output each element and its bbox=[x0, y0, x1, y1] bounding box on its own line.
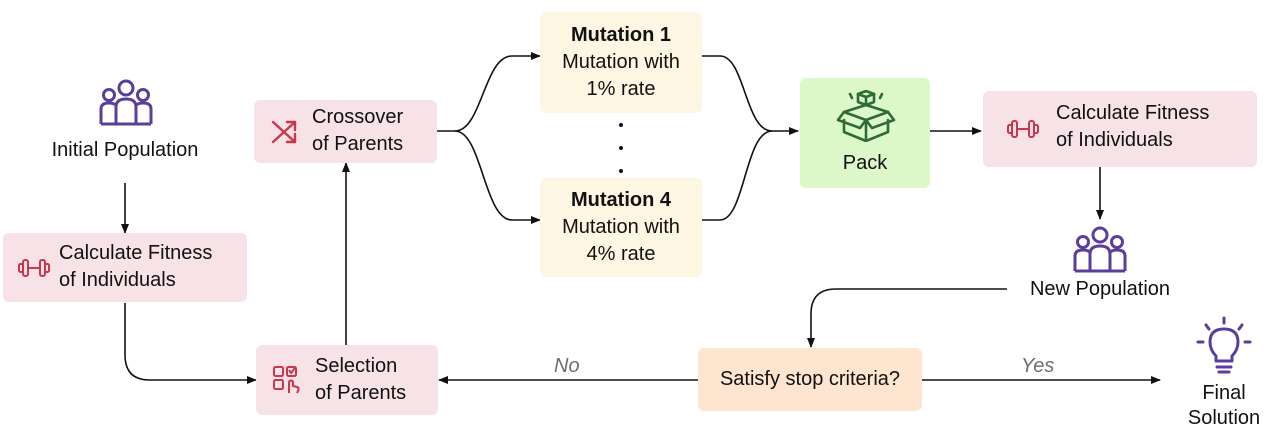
stop-criteria-box[interactable]: Satisfy stop criteria? bbox=[698, 348, 922, 411]
package-icon bbox=[836, 90, 896, 142]
final-solution-label: Final Solution bbox=[1187, 382, 1261, 429]
edge-label-no: No bbox=[554, 355, 580, 377]
selection-label: Selection of Parents bbox=[315, 355, 407, 404]
mutation1-label: Mutation 1 Mutation with 1% rate bbox=[562, 24, 680, 100]
ellipsis-dot bbox=[619, 146, 623, 150]
people-icon bbox=[99, 79, 153, 126]
selection-icon bbox=[273, 366, 300, 394]
mutation4-label: Mutation 4 Mutation with 4% rate bbox=[562, 189, 680, 265]
ellipsis-dot bbox=[619, 169, 623, 173]
edge-label-yes: Yes bbox=[1021, 355, 1055, 377]
calc-fitness-left-label: Calculate Fitness of Individuals bbox=[59, 242, 213, 291]
dumbbell-icon bbox=[1007, 120, 1039, 138]
mutation4-box[interactable]: Mutation 4 Mutation with 4% rate bbox=[540, 178, 702, 277]
edge-newpop-to-stop bbox=[807, 288, 1007, 348]
people-icon bbox=[1073, 226, 1127, 273]
edge-mutation1-to-pack bbox=[702, 55, 773, 132]
pack-box[interactable]: Pack bbox=[800, 78, 930, 188]
dumbbell-icon bbox=[18, 259, 50, 277]
edge-fitness-to-selection bbox=[124, 303, 257, 384]
pack-label: Pack bbox=[842, 152, 888, 174]
crossover-label: Crossover of Parents bbox=[312, 106, 404, 155]
crossover-icon bbox=[271, 120, 297, 144]
stop-criteria-label: Satisfy stop criteria? bbox=[719, 368, 901, 390]
crossover-box[interactable]: Crossover of Parents bbox=[254, 100, 437, 163]
selection-box[interactable]: Selection of Parents bbox=[256, 345, 438, 415]
new-population-label: New Population bbox=[1029, 278, 1171, 300]
mutation1-box[interactable]: Mutation 1 Mutation with 1% rate bbox=[540, 12, 702, 113]
calc-fitness-right-label: Calculate Fitness of Individuals bbox=[1056, 102, 1210, 151]
calc-fitness-right-box[interactable]: Calculate Fitness of Individuals bbox=[983, 91, 1257, 167]
ellipsis-dot bbox=[619, 123, 623, 127]
lightbulb-icon bbox=[1196, 316, 1252, 374]
edge-mutation4-to-pack bbox=[702, 127, 799, 221]
edge-crossover-to-mutation1 bbox=[437, 52, 541, 132]
calc-fitness-left-box[interactable]: Calculate Fitness of Individuals bbox=[3, 233, 247, 302]
edge-crossover-to-mutation4 bbox=[454, 130, 541, 224]
initial-population-label: Initial Population bbox=[51, 139, 199, 161]
